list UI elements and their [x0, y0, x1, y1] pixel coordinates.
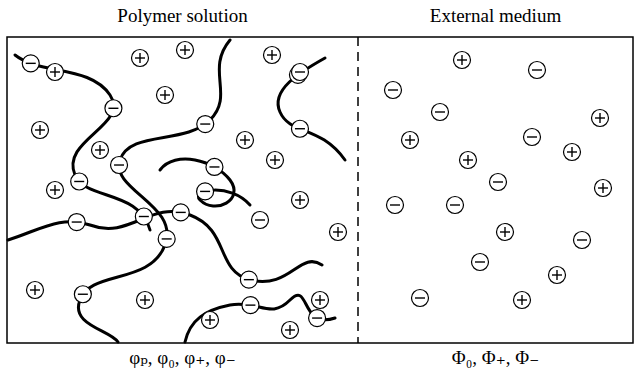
polymer-solution-region: Polymer solution φₚ, φ₀, φ₊, φ₋: [7, 0, 358, 372]
volume-fractions: Φ₀, Φ₊, Φ₋: [449, 347, 542, 368]
anion: [105, 100, 122, 117]
cation: [402, 132, 419, 149]
cation: [47, 64, 64, 81]
ions: [22, 42, 611, 339]
external-medium-region: External mediumΦ₀, Φ₊, Φ₋: [358, 0, 633, 372]
cation: [264, 47, 281, 64]
anion: [22, 55, 39, 72]
cation: [237, 132, 254, 149]
polymer-chain: [278, 58, 345, 160]
anion: [197, 183, 214, 200]
anion: [292, 64, 309, 81]
anion: [240, 271, 257, 288]
cation: [267, 152, 284, 169]
polymer-chain: [8, 212, 322, 282]
anion: [172, 204, 189, 221]
cation: [27, 282, 44, 299]
anion: [252, 212, 269, 229]
cation: [177, 42, 194, 59]
membrane-divider: [357, 37, 359, 343]
cation: [497, 224, 514, 241]
cation: [157, 87, 174, 104]
anion: [385, 82, 402, 99]
cation: [32, 122, 49, 139]
cation: [514, 292, 531, 309]
anion: [74, 286, 91, 303]
anion: [158, 230, 175, 247]
polymer-chain: [15, 55, 150, 230]
region-title: Polymer solution: [114, 5, 250, 26]
cation: [564, 144, 581, 161]
volume-fractions: φₚ, φ₀, φ₊, φ₋: [126, 347, 239, 368]
anion: [524, 129, 541, 146]
anion: [412, 290, 429, 307]
polymer-chain: [160, 159, 250, 206]
anion: [291, 120, 308, 137]
anion: [68, 214, 85, 231]
cation: [454, 52, 471, 69]
anion: [135, 208, 152, 225]
cation: [92, 142, 109, 159]
cation: [595, 180, 612, 197]
anion: [309, 310, 326, 327]
anion: [432, 104, 449, 121]
cation: [202, 312, 219, 329]
region-title: External medium: [427, 5, 564, 26]
cation: [460, 152, 477, 169]
cation: [312, 292, 329, 309]
outer-frame: [7, 37, 633, 343]
anion: [242, 297, 259, 314]
cation: [330, 224, 347, 241]
anion: [529, 62, 546, 79]
cation: [549, 267, 566, 284]
anion: [197, 116, 214, 133]
polymer-chains: [8, 40, 345, 342]
anion: [206, 158, 223, 175]
anion: [71, 173, 88, 190]
anion: [472, 254, 489, 271]
anion: [387, 197, 404, 214]
polymer-chain: [78, 40, 230, 342]
cation: [47, 182, 64, 199]
cation: [592, 110, 609, 127]
anion: [574, 232, 591, 249]
cation: [132, 50, 149, 67]
cation: [137, 292, 154, 309]
anion: [490, 174, 507, 191]
anion: [111, 157, 128, 174]
anion: [447, 197, 464, 214]
cation: [282, 322, 299, 339]
cation: [292, 192, 309, 209]
